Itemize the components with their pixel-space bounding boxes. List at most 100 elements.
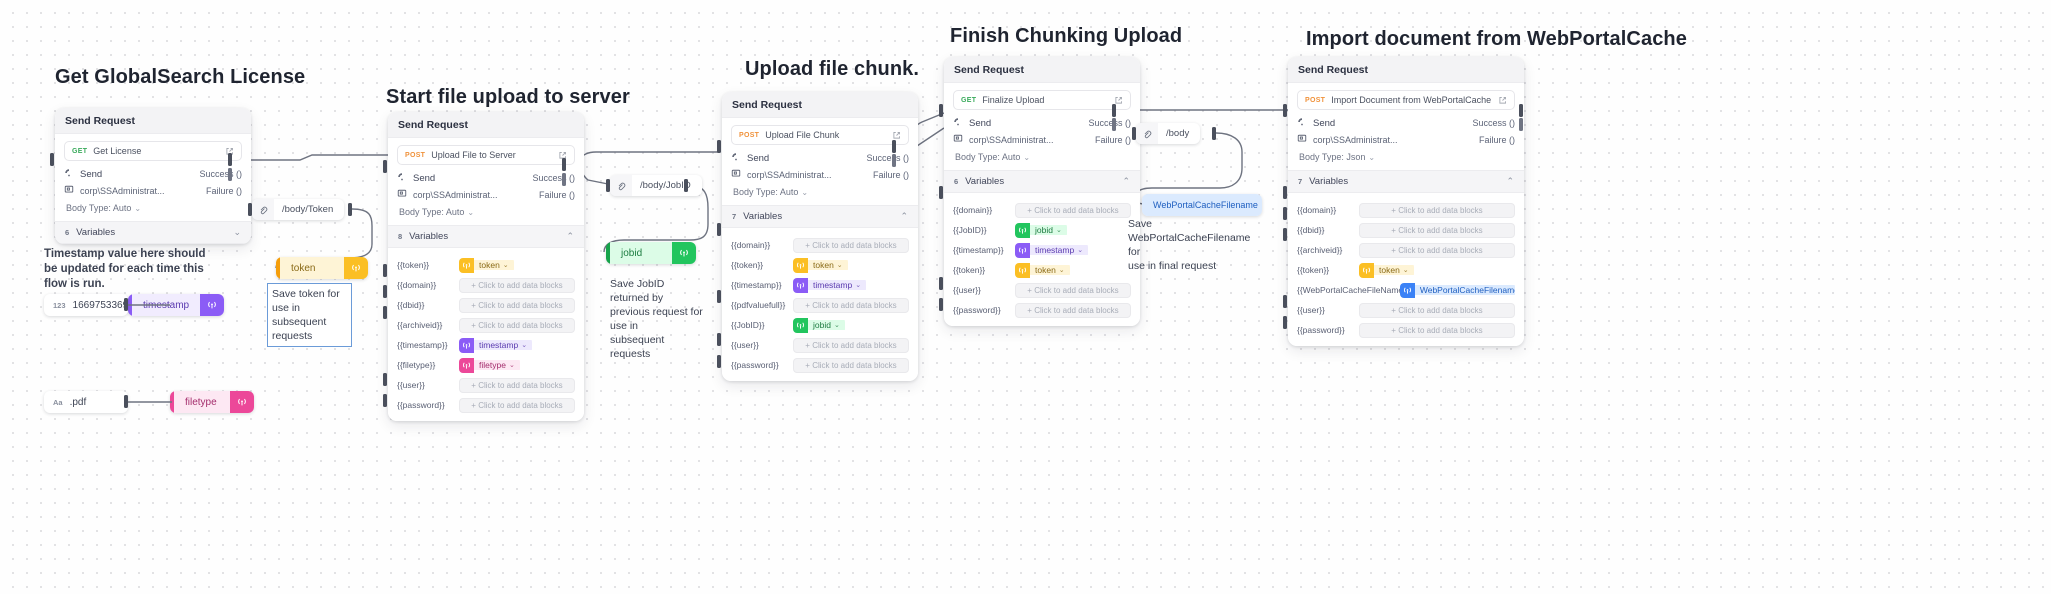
value-block-value[interactable]: .pdf [69, 396, 87, 408]
external-link-icon[interactable] [1114, 96, 1123, 105]
path-block-body[interactable]: /body [1136, 123, 1201, 144]
input-port-card3[interactable] [717, 140, 721, 153]
chevron-up-icon[interactable]: ⌃ [566, 231, 574, 241]
var-port-archiveid-card5[interactable] [1283, 228, 1287, 241]
value-block-number-out-port[interactable] [124, 298, 128, 311]
chevron-down-icon[interactable]: ⌄ [233, 227, 241, 237]
data-block-chip[interactable]: timestamp⌄ [459, 337, 533, 353]
variables-header[interactable]: 7 Variables ⌃ [722, 205, 918, 228]
var-port-password-card3[interactable] [717, 355, 721, 368]
add-data-block-button[interactable]: + Click to add data blocks [459, 317, 575, 333]
path-block-body-out-port[interactable] [1212, 127, 1216, 140]
success-port-card5[interactable] [1519, 104, 1523, 117]
variables-header[interactable]: 8 Variables ⌃ [388, 225, 584, 248]
input-port-card1[interactable] [50, 153, 54, 166]
add-data-block-button[interactable]: + Click to add data blocks [1359, 202, 1515, 218]
endpoint-row[interactable]: POST Upload File Chunk [731, 125, 909, 145]
data-block-jobid[interactable]: jobid [606, 242, 696, 264]
input-port-card2[interactable] [383, 160, 387, 173]
path-block-jobid-out-port[interactable] [684, 179, 688, 192]
add-data-block-button[interactable]: + Click to add data blocks [459, 297, 575, 313]
input-port-card4[interactable] [939, 104, 943, 117]
var-port-user-card5[interactable] [1283, 295, 1287, 308]
request-card-import-document[interactable]: Send Request POST Import Document from W… [1288, 57, 1524, 346]
success-port-label[interactable]: Success () [532, 173, 575, 183]
data-block-webportalcachefilename[interactable]: WebPortalCacheFilename [1142, 194, 1262, 216]
add-data-block-button[interactable]: + Click to add data blocks [1359, 222, 1515, 238]
var-port-user-card2[interactable] [383, 373, 387, 386]
data-block-chip[interactable]: jobid⌄ [1015, 222, 1067, 238]
failure-port-card4[interactable] [1112, 118, 1116, 131]
failure-port-label[interactable]: Failure () [872, 170, 909, 180]
data-block-chip[interactable]: token⌄ [459, 257, 514, 273]
failure-port-label[interactable]: Failure () [1478, 135, 1515, 145]
success-port-label[interactable]: Success () [866, 153, 909, 163]
var-port-domain-card5[interactable] [1283, 186, 1287, 199]
path-block-token-in-port[interactable] [248, 203, 252, 216]
path-block-jobid-in-port[interactable] [606, 179, 610, 192]
data-block-port[interactable] [170, 391, 174, 413]
path-block-body-token[interactable]: /body/Token [252, 199, 345, 220]
request-card-finalize-upload[interactable]: Send Request GET Finalize Upload Send Su… [944, 57, 1140, 326]
request-card-get-license[interactable]: Send Request GET Get License Send Succes… [55, 108, 251, 244]
add-data-block-button[interactable]: + Click to add data blocks [1359, 322, 1515, 338]
data-block-chip[interactable]: token⌄ [1015, 262, 1070, 278]
value-block-value[interactable]: 1669753369 [72, 299, 128, 311]
add-data-block-button[interactable]: + Click to add data blocks [459, 277, 575, 293]
value-block-filetype-text[interactable]: Aa .pdf [44, 391, 128, 413]
var-port-domain-card4[interactable] [939, 186, 943, 199]
data-block-chip[interactable]: WebPortalCacheFilename⌄ [1399, 282, 1515, 298]
data-block-chip[interactable]: timestamp⌄ [1015, 242, 1089, 258]
var-port-pdfvaluefull-card3[interactable] [717, 290, 721, 303]
chevron-up-icon[interactable]: ⌃ [1506, 176, 1514, 186]
body-type-selector[interactable]: Body Type: Auto⌄ [66, 203, 142, 213]
data-block-token[interactable]: token [276, 257, 368, 279]
body-type-selector[interactable]: Body Type: Json⌄ [1299, 152, 1376, 162]
var-port-password-card2[interactable] [383, 394, 387, 407]
endpoint-row[interactable]: POST Upload File to Server [397, 145, 575, 165]
success-port-card1[interactable] [228, 153, 232, 166]
chevron-up-icon[interactable]: ⌃ [900, 211, 908, 221]
add-data-block-button[interactable]: + Click to add data blocks [459, 377, 575, 393]
add-data-block-button[interactable]: + Click to add data blocks [1359, 242, 1515, 258]
path-block-token-out-port[interactable] [348, 203, 352, 216]
success-port-card3[interactable] [892, 140, 896, 153]
var-port-token-card2[interactable] [383, 264, 387, 277]
success-port-label[interactable]: Success () [199, 169, 242, 179]
data-block-port[interactable] [276, 257, 280, 279]
add-data-block-button[interactable]: + Click to add data blocks [793, 297, 909, 313]
value-block-text-out-port[interactable] [124, 395, 128, 408]
body-type-selector[interactable]: Body Type: Auto⌄ [733, 187, 809, 197]
input-port-card5[interactable] [1283, 104, 1287, 117]
failure-port-card2[interactable] [562, 173, 566, 186]
failure-port-card3[interactable] [892, 154, 896, 167]
endpoint-row[interactable]: GET Get License [64, 141, 242, 161]
success-port-card4[interactable] [1112, 104, 1116, 117]
external-link-icon[interactable] [1498, 96, 1507, 105]
path-block-body-in-port[interactable] [1132, 127, 1136, 140]
success-port-card2[interactable] [562, 158, 566, 171]
failure-port-card5[interactable] [1519, 118, 1523, 131]
success-port-label[interactable]: Success () [1472, 118, 1515, 128]
add-data-block-button[interactable]: + Click to add data blocks [459, 397, 575, 413]
endpoint-row[interactable]: GET Finalize Upload [953, 90, 1131, 110]
add-data-block-button[interactable]: + Click to add data blocks [1359, 302, 1515, 318]
variables-header[interactable]: 6 Variables ⌄ [55, 221, 251, 244]
request-card-upload-file[interactable]: Send Request POST Upload File to Server … [388, 112, 584, 421]
var-port-password-card5[interactable] [1283, 316, 1287, 329]
variables-header[interactable]: 7 Variables ⌃ [1288, 170, 1524, 193]
external-link-icon[interactable] [225, 147, 234, 156]
endpoint-row[interactable]: POST Import Document from WebPortalCache [1297, 90, 1515, 110]
add-data-block-button[interactable]: + Click to add data blocks [793, 337, 909, 353]
body-type-selector[interactable]: Body Type: Auto⌄ [955, 152, 1031, 162]
data-block-chip[interactable]: filetype⌄ [459, 357, 520, 373]
external-link-icon[interactable] [892, 131, 901, 140]
var-port-user-card4[interactable] [939, 277, 943, 290]
failure-port-label[interactable]: Failure () [538, 190, 575, 200]
add-data-block-button[interactable]: + Click to add data blocks [1015, 302, 1131, 318]
data-block-chip[interactable]: token⌄ [1359, 262, 1414, 278]
add-data-block-button[interactable]: + Click to add data blocks [1015, 202, 1131, 218]
var-port-dbid-card5[interactable] [1283, 207, 1287, 220]
body-type-selector[interactable]: Body Type: Auto⌄ [399, 207, 475, 217]
add-data-block-button[interactable]: + Click to add data blocks [793, 357, 909, 373]
